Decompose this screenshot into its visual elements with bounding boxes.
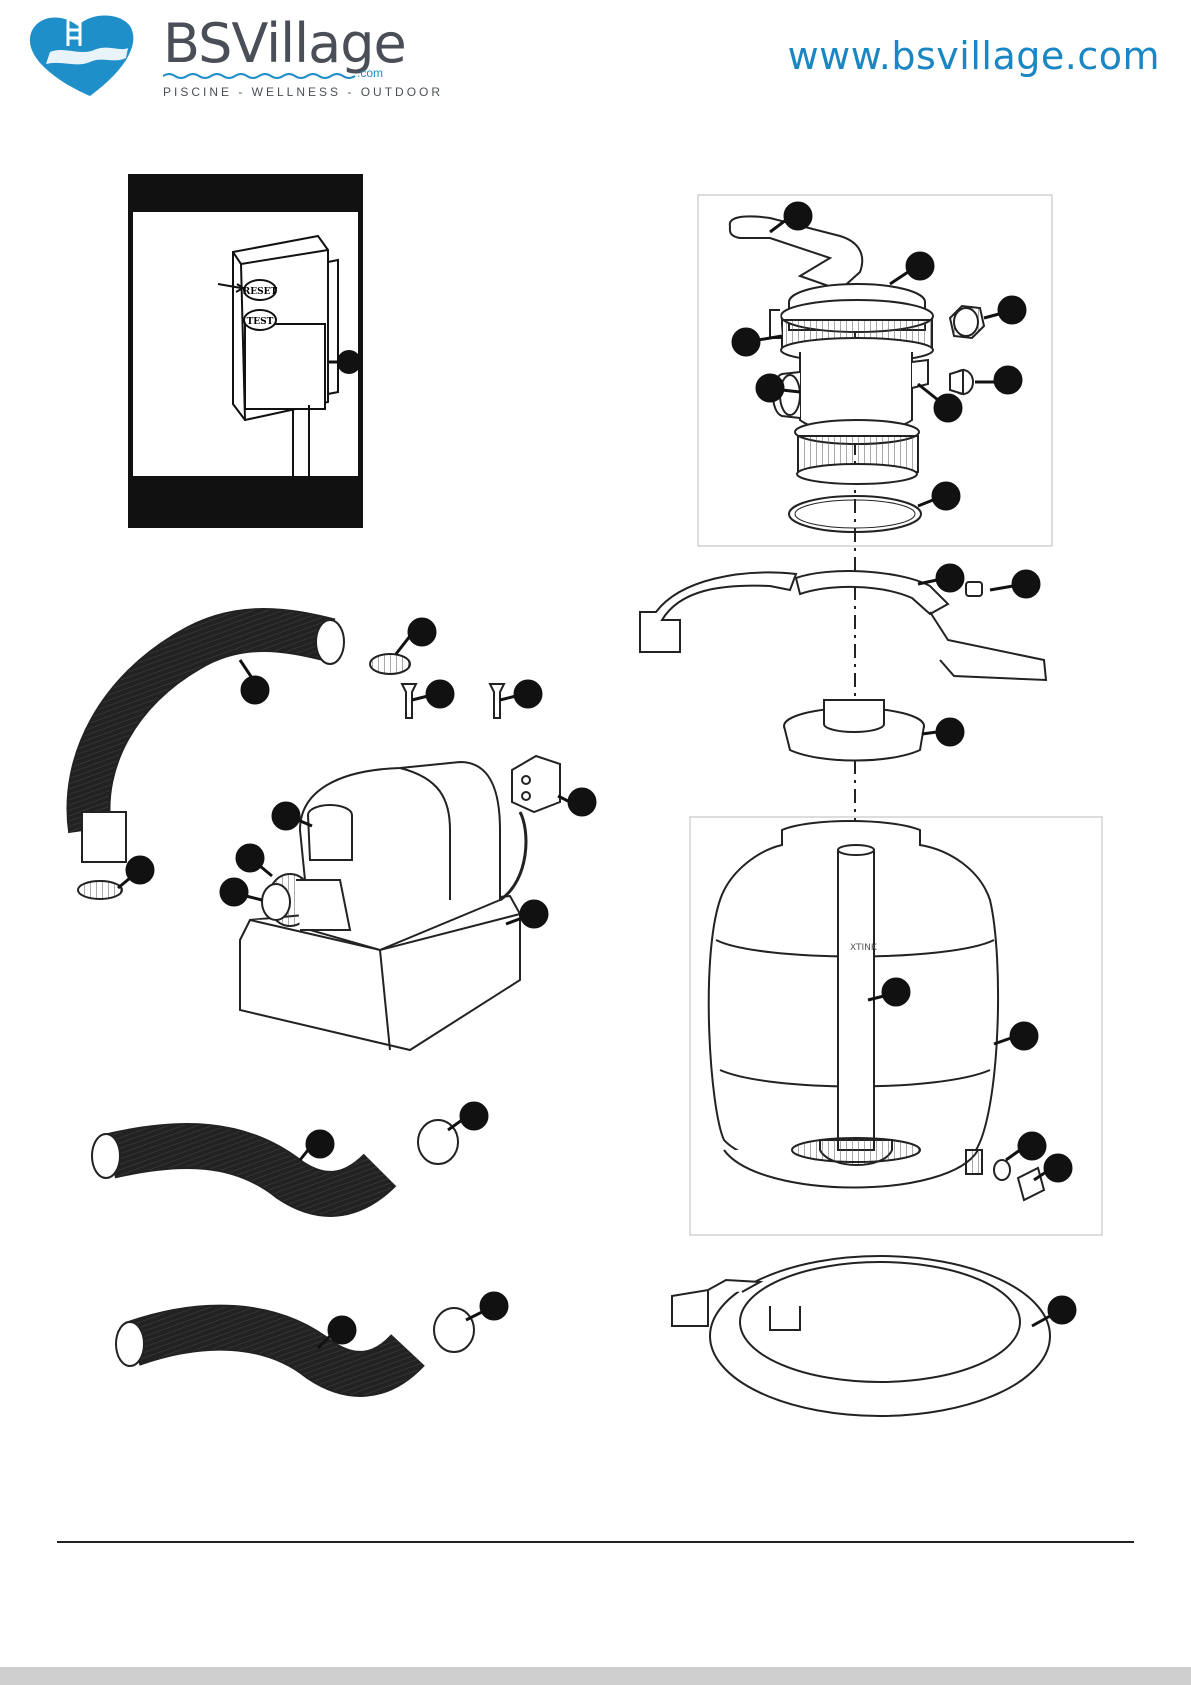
cord-plug bbox=[512, 756, 560, 812]
clamp-ring bbox=[640, 571, 1046, 680]
filter-tank bbox=[709, 821, 1044, 1200]
top-diffuser bbox=[784, 700, 924, 761]
hose-3 bbox=[116, 1322, 408, 1374]
footer-bar bbox=[0, 1667, 1191, 1685]
footer-divider bbox=[57, 1541, 1134, 1543]
hose-2 bbox=[92, 1134, 380, 1194]
standpipe-marking: XTINK bbox=[850, 943, 878, 953]
tank-base bbox=[672, 1256, 1050, 1416]
multiport-valve bbox=[770, 284, 933, 484]
power-cord bbox=[500, 812, 526, 900]
